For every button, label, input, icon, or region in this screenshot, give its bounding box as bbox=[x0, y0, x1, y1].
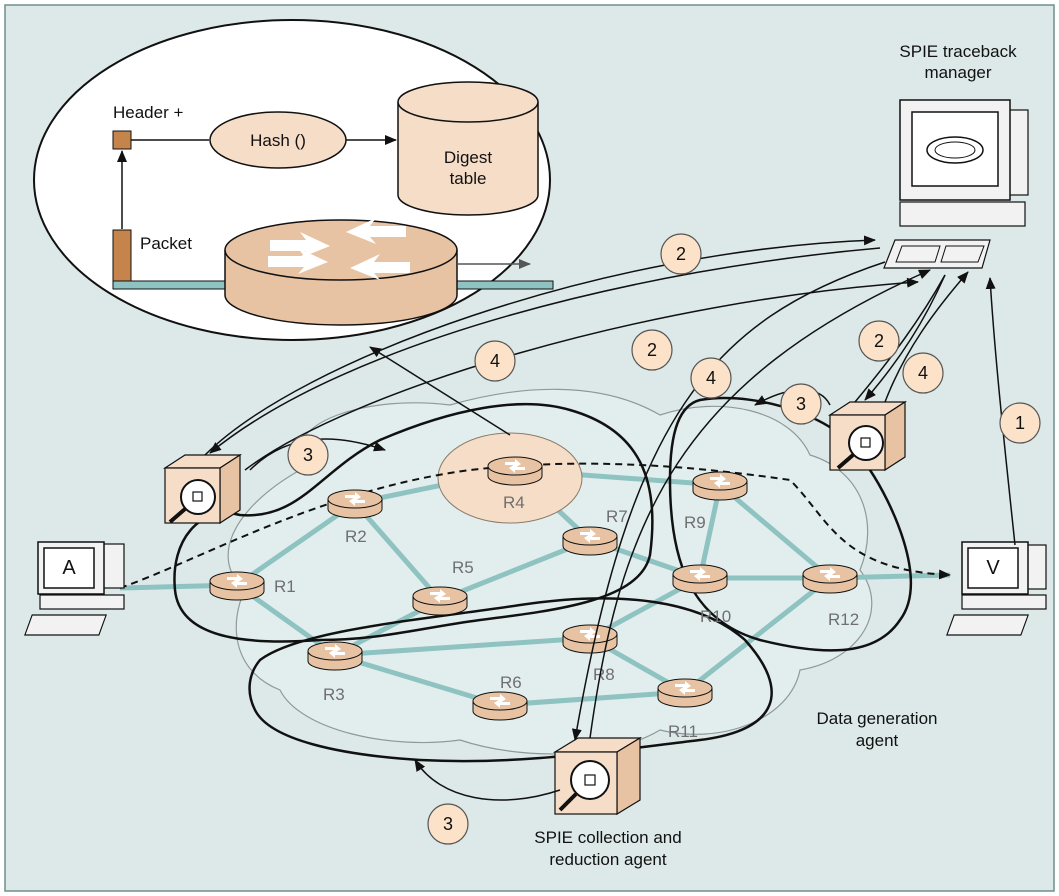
router-labels: R1 R2 R3 R4 R5 R6 R7 R8 R9 R10 R11 R12 bbox=[274, 493, 859, 741]
digest-label-1: Digest bbox=[444, 148, 492, 167]
attack-path bbox=[119, 462, 951, 589]
datagen-label-2: agent bbox=[856, 731, 899, 750]
manager-label-2: manager bbox=[924, 63, 991, 82]
router-label-r5: R5 bbox=[452, 558, 474, 577]
router-r3 bbox=[307, 641, 363, 671]
routers bbox=[209, 456, 858, 721]
step-3-left: 3 bbox=[303, 445, 313, 465]
router-r4 bbox=[487, 456, 543, 486]
host-v: V bbox=[946, 541, 1047, 636]
router-r7 bbox=[562, 526, 618, 556]
step-2-top: 2 bbox=[676, 244, 686, 264]
r4-zoom-arrow bbox=[369, 346, 511, 436]
collection-label-2: reduction agent bbox=[549, 850, 666, 869]
router-label-r10: R10 bbox=[700, 607, 731, 626]
router-r1 bbox=[209, 571, 265, 601]
step-4-right: 4 bbox=[918, 363, 928, 383]
router-r8 bbox=[562, 624, 618, 654]
manager-label-1: SPIE traceback bbox=[899, 42, 1017, 61]
router-label-r6: R6 bbox=[500, 673, 522, 692]
collection-label-1: SPIE collection and bbox=[534, 828, 681, 847]
traceback-manager: SPIE traceback manager bbox=[883, 42, 1029, 269]
header-label: Header + bbox=[113, 103, 183, 122]
step-4-left: 4 bbox=[490, 351, 500, 371]
packet-bar bbox=[112, 229, 132, 285]
router-label-r1: R1 bbox=[274, 577, 296, 596]
step-2-right: 2 bbox=[874, 331, 884, 351]
datagen-label-1: Data generation bbox=[817, 709, 938, 728]
router-label-r4: R4 bbox=[503, 493, 525, 512]
spie-agent-right bbox=[827, 400, 908, 472]
router-label-r7: R7 bbox=[606, 507, 628, 526]
router-label-r8: R8 bbox=[593, 665, 615, 684]
router-r11 bbox=[657, 678, 713, 708]
router-label-r2: R2 bbox=[345, 527, 367, 546]
magnified-router bbox=[224, 218, 458, 326]
digest-label-2: table bbox=[450, 169, 487, 188]
host-a: A bbox=[24, 541, 125, 636]
spie-agent-bottom bbox=[552, 736, 643, 816]
step-markers: 2 4 2 4 2 4 3 3 3 1 bbox=[287, 233, 1041, 845]
router-r2 bbox=[327, 489, 383, 519]
step-4-middle: 4 bbox=[706, 368, 716, 388]
host-a-label: A bbox=[62, 557, 76, 579]
packet-label: Packet bbox=[140, 234, 192, 253]
router-label-r11: R11 bbox=[668, 722, 698, 741]
spie-agent-left bbox=[162, 453, 243, 525]
step-2-middle: 2 bbox=[647, 340, 657, 360]
hash-label: Hash () bbox=[250, 131, 306, 150]
region-bottom-outline bbox=[248, 597, 773, 763]
router-r5 bbox=[412, 586, 468, 616]
step-1: 1 bbox=[1015, 413, 1025, 433]
digest-table: Digest table bbox=[397, 81, 539, 216]
host-v-label: V bbox=[986, 557, 1000, 579]
router-r6 bbox=[472, 691, 528, 721]
router-r10 bbox=[672, 564, 728, 594]
router-label-r12: R12 bbox=[828, 610, 859, 629]
router-label-r9: R9 bbox=[684, 513, 706, 532]
header-box bbox=[112, 130, 132, 150]
step-3-right: 3 bbox=[796, 394, 806, 414]
router-r12 bbox=[802, 564, 858, 594]
router-label-r3: R3 bbox=[323, 685, 345, 704]
router-r9 bbox=[692, 471, 748, 501]
region-left-outline bbox=[173, 402, 654, 643]
step-3-bottom: 3 bbox=[443, 814, 453, 834]
